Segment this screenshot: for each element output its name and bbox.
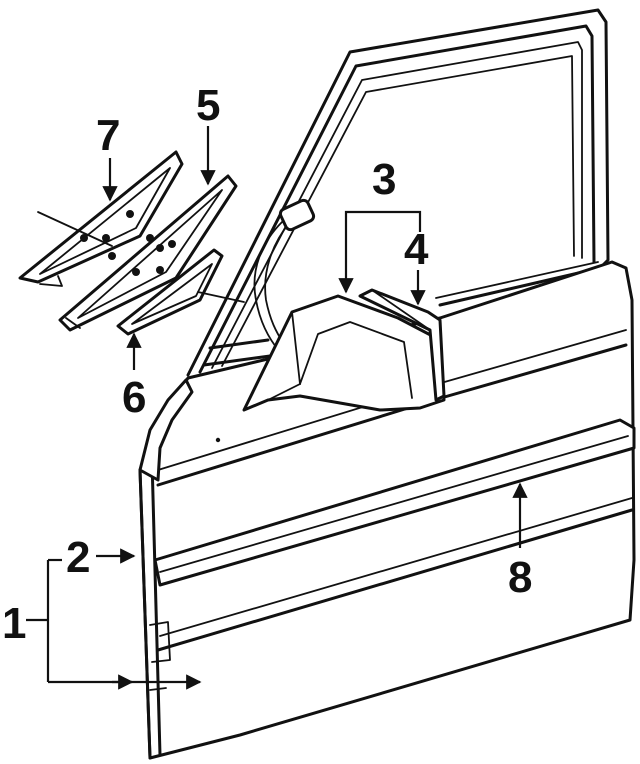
- vent-window-frame: [18, 150, 184, 287]
- callout-6: 6: [122, 373, 146, 422]
- callout-2: 2: [66, 533, 90, 582]
- vent-window-glass: [58, 174, 238, 332]
- callout-4: 4: [404, 225, 429, 274]
- leader-lines: [26, 126, 528, 690]
- callout-8: 8: [508, 553, 532, 602]
- outside-mirror: [242, 198, 446, 412]
- callout-1: 1: [2, 599, 26, 648]
- callout-7: 7: [96, 111, 120, 160]
- callout-5: 5: [196, 81, 220, 130]
- callout-labels: 1 2 3 4 5 6 7 8: [2, 81, 532, 648]
- callout-3: 3: [372, 155, 396, 204]
